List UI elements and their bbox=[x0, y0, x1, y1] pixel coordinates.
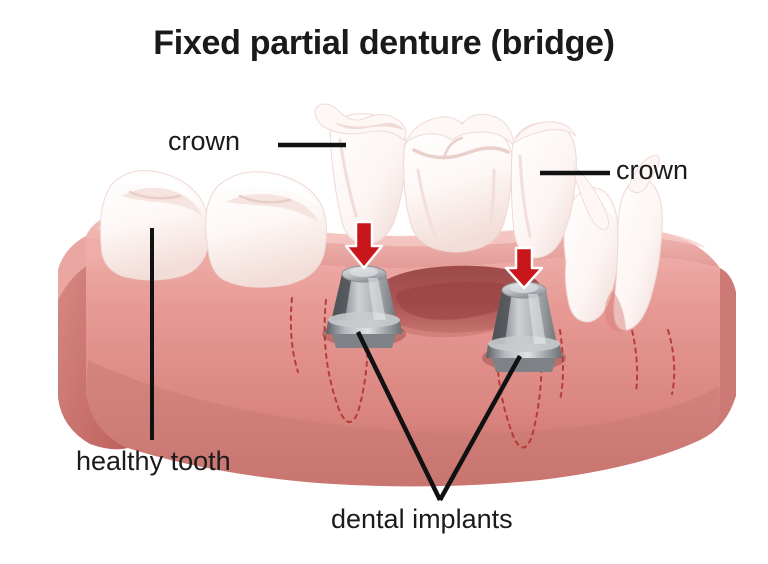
implant-abutment-right bbox=[482, 281, 566, 372]
arrow-down-left bbox=[344, 220, 384, 270]
natural-teeth-left bbox=[99, 170, 328, 288]
bridge-prosthesis bbox=[314, 103, 610, 259]
label-crown-left: crown bbox=[168, 126, 241, 156]
seating-arrows bbox=[344, 220, 544, 290]
implant-abutment-left bbox=[322, 265, 406, 348]
leader-implant-left bbox=[355, 331, 443, 501]
label-crown-right: crown bbox=[616, 155, 689, 185]
arrow-down-right bbox=[504, 246, 544, 290]
gingiva-block bbox=[58, 236, 736, 487]
bridge-pontic bbox=[403, 113, 515, 253]
label-dental-implants: dental implants bbox=[331, 504, 513, 534]
bridge-crown-left bbox=[314, 103, 407, 245]
bridge-crown-right bbox=[510, 121, 610, 259]
leader-implant-right bbox=[438, 354, 522, 502]
leader-lines bbox=[150, 142, 610, 502]
page-title: Fixed partial denture (bridge) bbox=[153, 24, 615, 62]
label-healthy-tooth: healthy tooth bbox=[76, 446, 231, 476]
